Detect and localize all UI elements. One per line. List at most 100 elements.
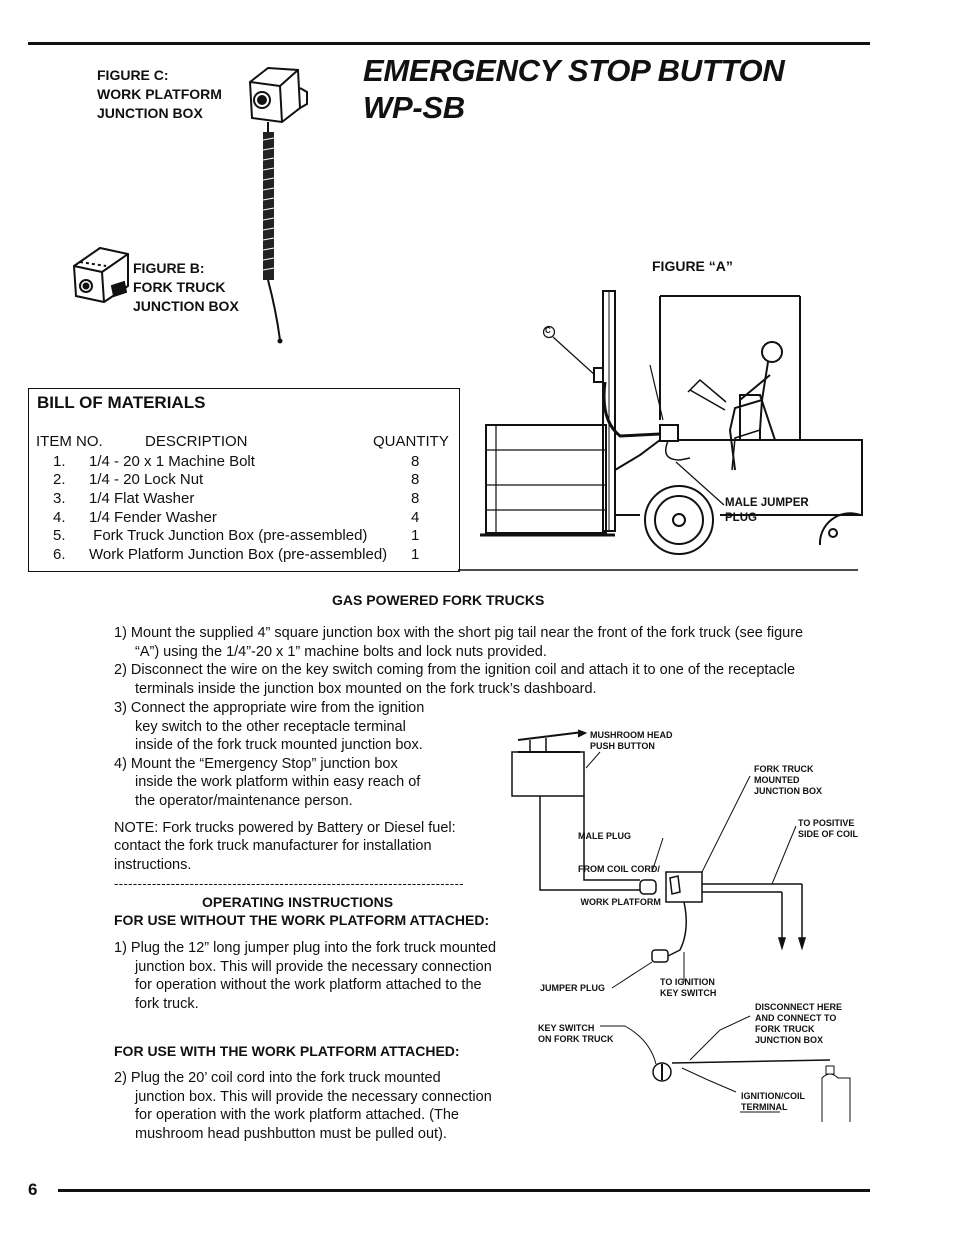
key-switch-label: KEY SWITCH ON FORK TRUCK	[538, 1023, 614, 1045]
gas-steps-wide: 1) Mount the supplied 4” square junction…	[114, 624, 884, 698]
bom-row: 1.1/4 - 20 x 1 Machine Bolt	[53, 453, 255, 472]
bom-row: 5. Fork Truck Junction Box (pre-assemble…	[53, 527, 367, 546]
with-line: 2) Plug the 20’ coil cord into the fork …	[114, 1070, 441, 1086]
label-line: TO POSITIVE	[798, 818, 855, 828]
bom-item-qty: 4	[411, 509, 420, 526]
positive-coil-label: TO POSITIVE SIDE OF COIL	[798, 818, 858, 840]
bom-item-desc: Fork Truck Junction Box (pre-assembled)	[89, 527, 368, 544]
label-line: KEY SWITCH	[538, 1023, 595, 1033]
with-line: for operation with the work platform att…	[135, 1107, 459, 1124]
bom-row: 2. 1/4 - 20 Lock Nut	[53, 471, 203, 490]
step-3-line: inside of the fork truck mounted junctio…	[135, 737, 423, 754]
figure-b-line: FORK TRUCK	[133, 279, 226, 295]
label-line: PLUG	[725, 512, 757, 524]
note-line: instructions.	[114, 856, 192, 873]
bom-item-no: 3.	[53, 490, 66, 507]
label-line: FROM COIL CORD/	[578, 864, 660, 874]
bom-item-desc: Work Platform Junction Box (pre-assemble…	[89, 546, 388, 563]
label-line: WORK PLATFORM	[578, 897, 661, 907]
bom-item-qty: 8	[411, 490, 420, 507]
figure-c-line: FIGURE C:	[97, 67, 169, 83]
work-platform-junction-box-illustration	[248, 66, 308, 132]
bom-header-quantity: QUANTITY	[373, 433, 449, 450]
figure-b-line: JUNCTION BOX	[133, 298, 239, 314]
label-line: SIDE OF COIL	[798, 829, 859, 839]
label-line: AND CONNECT TO	[755, 1013, 837, 1023]
disconnect-label: DISCONNECT HERE AND CONNECT TO FORK TRUC…	[755, 1002, 842, 1046]
figure-c-line: JUNCTION BOX	[97, 105, 203, 121]
bom-item-no: 5.	[53, 527, 66, 544]
bom-item-desc: 1/4 - 20 Lock Nut	[89, 471, 204, 488]
figure-c-label: FIGURE C: WORK PLATFORM JUNCTION BOX	[97, 66, 222, 123]
bom-item-no: 6.	[53, 546, 66, 563]
without-line: for operation without the work platform …	[135, 977, 482, 994]
figure-c-line: WORK PLATFORM	[97, 86, 222, 102]
bom-row: 4.1/4 Fender Washer	[53, 509, 217, 528]
without-platform-heading: FOR USE WITHOUT THE WORK PLATFORM ATTACH…	[114, 912, 490, 928]
wiring-diagram	[511, 729, 851, 1122]
label-line: TERMINAL	[741, 1102, 788, 1112]
without-platform-step: 1) Plug the 12” long jumper plug into th…	[114, 939, 544, 1013]
step-2-line: terminals inside the junction box mounte…	[135, 680, 597, 697]
coil-cord-illustration	[262, 132, 283, 344]
label-line: TO IGNITION	[660, 977, 715, 987]
title-line-1: EMERGENCY STOP BUTTON	[363, 53, 785, 88]
without-line: 1) Plug the 12” long jumper plug into th…	[114, 940, 497, 956]
male-plug-label: MALE PLUG FROM COIL CORD/ WORK PLATFORM	[578, 809, 661, 919]
step-1-line: “A”) using the 1/4”-20 x 1” machine bolt…	[135, 643, 547, 660]
figure-a-label: FIGURE “A”	[652, 258, 733, 274]
label-line: KEY SWITCH	[660, 988, 717, 998]
gas-steps-narrow: 3) Connect the appropriate wire from the…	[114, 699, 514, 874]
without-line: junction box. This will provide the nece…	[135, 958, 492, 975]
label-line: FORK TRUCK	[755, 1024, 815, 1034]
without-line: fork truck.	[135, 995, 199, 1012]
with-line: mushroom head pushbutton must be pulled …	[135, 1125, 447, 1142]
bom-header-description: DESCRIPTION	[145, 433, 248, 450]
bill-of-materials-table: BILL OF MATERIALS ITEM NO. DESCRIPTION Q…	[28, 388, 460, 572]
male-jumper-plug-label: MALE JUMPER PLUG	[725, 496, 809, 526]
label-line: JUNCTION BOX	[755, 1035, 824, 1045]
label-line: DISCONNECT HERE	[755, 1002, 843, 1012]
operating-heading: OPERATING INSTRUCTIONS	[202, 894, 394, 910]
jumper-plug-label: JUMPER PLUG	[540, 983, 606, 993]
bom-item-qty: 1	[411, 527, 420, 544]
page-title: EMERGENCY STOP BUTTON WP-SB	[363, 52, 785, 126]
step-4-line: the operator/maintenance person.	[135, 792, 353, 809]
title-line-2: WP-SB	[363, 90, 465, 125]
figure-b-line: FIGURE B:	[133, 260, 205, 276]
note-line: contact the fork truck manufacturer for …	[114, 838, 432, 855]
label-line: FORK TRUCK	[754, 764, 814, 774]
note-line: NOTE: Fork trucks powered by Battery or …	[114, 819, 456, 836]
bom-item-desc: 1/4 Flat Washer	[89, 490, 195, 507]
step-2-line: 2) Disconnect the wire on the key switch…	[114, 662, 796, 679]
section-divider: ----------------------------------------…	[114, 876, 464, 891]
ignition-key-label: TO IGNITION KEY SWITCH	[660, 977, 716, 999]
step-4-line: inside the work platform within easy rea…	[135, 774, 421, 791]
label-line: IGNITION/COIL	[741, 1091, 805, 1101]
bom-item-desc: 1/4 Fender Washer	[89, 509, 217, 526]
step-3-line: key switch to the other receptacle termi…	[135, 718, 406, 735]
label-line: MALE PLUG	[578, 831, 631, 841]
bom-item-qty: 8	[411, 453, 420, 470]
mushroom-head-label: MUSHROOM HEAD PUSH BUTTON	[590, 730, 673, 752]
step-3-line: 3) Connect the appropriate wire from the…	[114, 700, 425, 716]
bom-item-desc: 1/4 - 20 x 1 Machine Bolt	[89, 453, 255, 470]
bom-item-qty: 1	[411, 546, 420, 563]
with-platform-step: 2) Plug the 20’ coil cord into the fork …	[114, 1069, 544, 1143]
label-line: PUSH BUTTON	[590, 741, 655, 751]
forklift-illustration	[480, 290, 863, 555]
label-line: MALE JUMPER	[725, 497, 809, 509]
top-rule	[28, 42, 870, 45]
bom-header-item: ITEM NO.	[36, 433, 103, 450]
bom-item-no: 2.	[53, 471, 66, 488]
label-line: MOUNTED	[754, 775, 800, 785]
bom-title: BILL OF MATERIALS	[37, 393, 206, 412]
gas-powered-heading: GAS POWERED FORK TRUCKS	[332, 592, 545, 608]
figure-a-marker-c: C	[545, 326, 551, 335]
ignition-coil-label: IGNITION/COIL TERMINAL	[741, 1091, 805, 1113]
bom-row: 6. Work Platform Junction Box (pre-assemb…	[53, 546, 387, 565]
label-line: MUSHROOM HEAD	[590, 730, 673, 740]
step-4-line: 4) Mount the “Emergency Stop” junction b…	[114, 755, 398, 772]
with-platform-heading: FOR USE WITH THE WORK PLATFORM ATTACHED:	[114, 1043, 460, 1059]
